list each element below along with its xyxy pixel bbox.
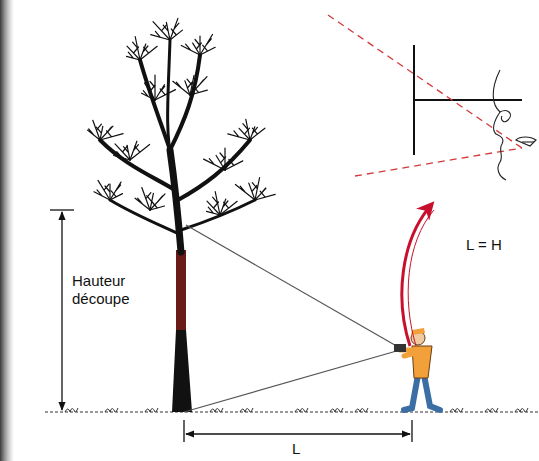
- grass-tuft: [330, 408, 343, 412]
- grass-tuft: [515, 408, 528, 412]
- twig: [124, 145, 131, 160]
- grass-tufts: [65, 408, 528, 412]
- twig: [140, 46, 157, 60]
- twig: [195, 36, 200, 55]
- twig: [163, 22, 170, 40]
- length-dimension: [184, 420, 412, 442]
- twig: [200, 45, 215, 55]
- twig: [150, 75, 155, 100]
- twig: [220, 148, 225, 170]
- twig: [100, 131, 123, 140]
- inset-face: [493, 70, 536, 180]
- twig: [190, 87, 207, 95]
- twig: [142, 91, 155, 100]
- grass-tuft: [105, 408, 118, 412]
- twig: [155, 89, 176, 100]
- ground: [45, 411, 539, 412]
- twig: [150, 202, 165, 210]
- twig: [255, 191, 275, 200]
- twig: [110, 191, 123, 200]
- length-label: L: [292, 440, 300, 458]
- twig: [151, 31, 170, 40]
- sight-lines: [184, 225, 400, 412]
- twig: [190, 77, 207, 95]
- equality-label: L = H: [466, 236, 502, 254]
- height-label: Hauteur découpe: [72, 272, 154, 308]
- zoom-arrow: [402, 204, 432, 346]
- twig: [225, 160, 243, 171]
- grass-tuft: [355, 408, 368, 412]
- grass-tuft: [210, 408, 223, 412]
- twig: [220, 201, 237, 215]
- grass-tuft: [240, 408, 253, 412]
- twig: [250, 128, 265, 140]
- twig: [150, 194, 165, 210]
- twig: [213, 192, 220, 216]
- tree: [100, 40, 255, 412]
- grass-tuft: [65, 408, 78, 412]
- twig: [114, 152, 130, 160]
- grass-tuft: [450, 408, 463, 412]
- grass-tuft: [145, 408, 158, 412]
- twig: [130, 145, 150, 161]
- twig: [170, 29, 183, 40]
- twig: [153, 22, 170, 40]
- zoom-arrow: [408, 210, 434, 346]
- grass-tuft: [485, 408, 498, 412]
- twig: [133, 37, 140, 61]
- twig: [105, 184, 110, 200]
- tree-twigs: [88, 18, 276, 215]
- inset-stick: [414, 45, 522, 155]
- twig: [98, 180, 110, 200]
- height-dimension: [50, 210, 74, 410]
- grass-tuft: [295, 408, 308, 412]
- twig: [115, 144, 130, 160]
- page-edge: [0, 0, 14, 461]
- person: [394, 328, 440, 410]
- twig: [243, 119, 250, 140]
